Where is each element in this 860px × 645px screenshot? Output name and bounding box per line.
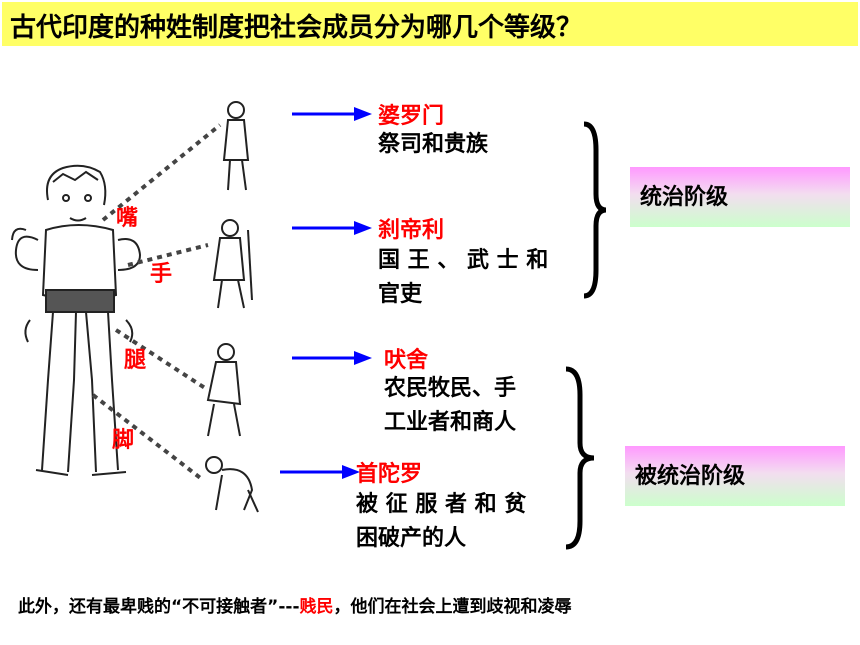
footnote: 此外，还有最卑贱的“不可接触者”---贱民，他们在社会上遭到歧视和凌辱 bbox=[18, 592, 572, 617]
caste-origin-illustration bbox=[11, 101, 259, 513]
shudra-figure-icon bbox=[205, 456, 259, 513]
deity-head-icon bbox=[46, 164, 107, 206]
caste-desc-line: 工业者和商人 bbox=[384, 410, 517, 435]
label-foot: 脚 bbox=[112, 428, 135, 453]
connector-foot bbox=[91, 393, 205, 482]
connector-leg bbox=[114, 328, 210, 392]
page-title: 古代印度的种姓制度把社会成员分为哪几个等级？ bbox=[10, 13, 583, 43]
caste-desc-shudra: 被 征 服 者 和 贫 困破产的人 bbox=[356, 488, 526, 556]
caste-desc-line: 农民牧民、手 bbox=[384, 376, 517, 401]
label-leg: 腿 bbox=[124, 348, 147, 373]
ruling-class-label: 统治阶级 bbox=[640, 185, 729, 210]
footnote-highlight: 贱民 bbox=[299, 597, 334, 617]
brace-ruled-icon bbox=[565, 366, 595, 550]
caste-desc-kshatriya: 国 王 、 武 士 和 官吏 bbox=[378, 244, 548, 312]
ruling-class-box: 统治阶级 bbox=[630, 167, 850, 227]
arrow-brahmin-icon bbox=[292, 107, 372, 121]
caste-desc-line: 国 王 、 武 士 和 bbox=[378, 248, 549, 273]
label-hand: 手 bbox=[150, 262, 173, 287]
caste-desc-brahmin: 祭司和贵族 bbox=[378, 128, 488, 162]
footnote-text-before: 此外，还有最卑贱的“不可接触者”--- bbox=[18, 597, 300, 617]
brahmin-figure-icon bbox=[222, 101, 250, 191]
caste-name-shudra: 首陀罗 bbox=[356, 462, 423, 487]
ruled-class-label: 被统治阶级 bbox=[635, 464, 746, 489]
caste-name-kshatriya: 刹帝利 bbox=[378, 218, 445, 243]
vaishya-figure-icon bbox=[206, 343, 242, 437]
label-mouth: 嘴 bbox=[116, 206, 139, 231]
title-banner: 古代印度的种姓制度把社会成员分为哪几个等级？ bbox=[2, 2, 858, 46]
caste-desc-line: 困破产的人 bbox=[356, 526, 467, 551]
kshatriya-figure-icon bbox=[212, 219, 253, 309]
arrow-vaishya-icon bbox=[292, 351, 372, 365]
footnote-text-after: ，他们在社会上遭到歧视和凌辱 bbox=[333, 597, 572, 617]
arrow-kshatriya-icon bbox=[292, 221, 372, 235]
caste-desc-line: 被 征 服 者 和 贫 bbox=[356, 492, 527, 517]
caste-desc-line: 祭司和贵族 bbox=[378, 132, 489, 157]
caste-desc-vaishya: 农民牧民、手 工业者和商人 bbox=[384, 372, 516, 440]
arrow-shudra-icon bbox=[280, 465, 360, 479]
brace-ruling-icon bbox=[583, 121, 607, 299]
caste-desc-line: 官吏 bbox=[378, 282, 423, 307]
caste-name-brahmin: 婆罗门 bbox=[378, 104, 445, 129]
connector-hand bbox=[127, 243, 209, 267]
ruled-class-box: 被统治阶级 bbox=[625, 446, 845, 506]
caste-name-vaishya: 吠舍 bbox=[384, 348, 429, 373]
